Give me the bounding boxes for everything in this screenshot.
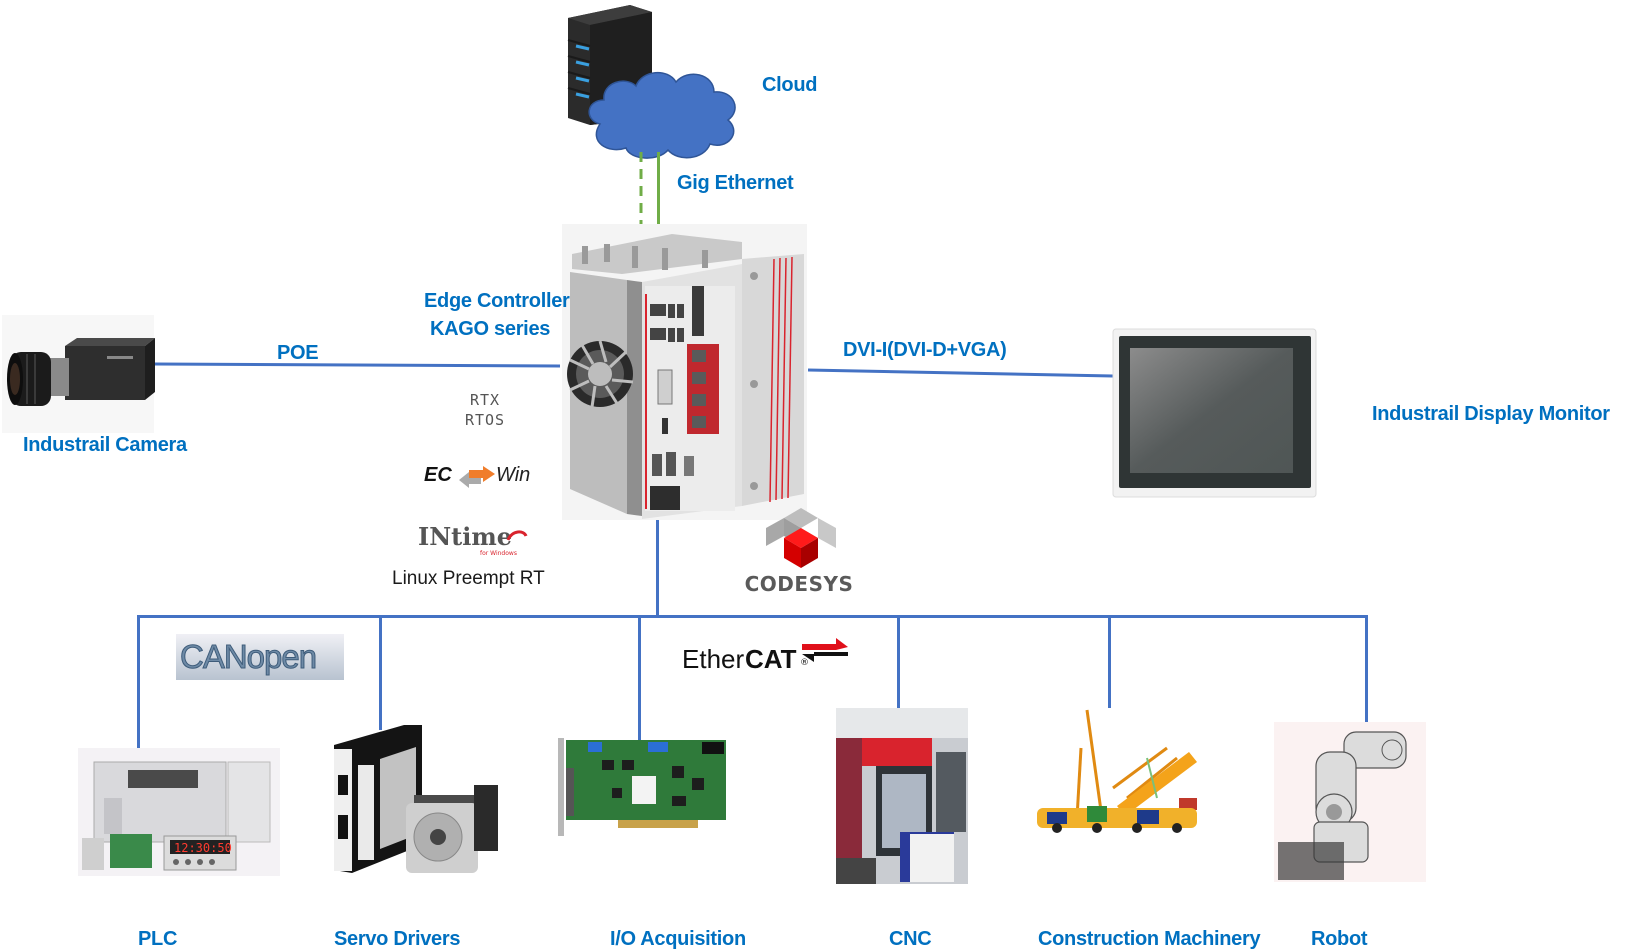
cloud-label: Cloud	[762, 74, 818, 96]
codesys-text: CODESYS	[744, 572, 854, 596]
device-label-servo: Servo Drivers	[334, 928, 461, 950]
ethercat-registered: ®	[800, 658, 809, 668]
rtos-label: RTOS	[464, 411, 506, 429]
bus-drop-construction	[1108, 615, 1111, 708]
intime-subtext: for Windows	[480, 550, 517, 557]
ethercat-logo: Ether CAT ®	[682, 636, 848, 680]
plc-image: 12:30:50	[78, 748, 280, 876]
bus-drop-cnc	[897, 615, 900, 708]
dvi-label: DVI-I(DVI-D+VGA)	[843, 339, 1007, 361]
ethercat-arrows-icon	[802, 638, 848, 662]
servo-drive-image	[334, 725, 498, 873]
device-label-cnc: CNC	[889, 928, 932, 950]
gig-ethernet-link-dashed	[639, 152, 643, 227]
ethercat-ether-text: Ether	[682, 644, 745, 674]
linux-preempt-rt-label: Linux Preempt RT	[392, 568, 545, 589]
controller-drop-line	[656, 520, 659, 618]
dvi-link	[807, 368, 1114, 378]
industrial-robot-image	[1274, 722, 1426, 882]
codesys-cube-icon	[766, 508, 836, 568]
poe-link	[154, 362, 561, 368]
device-label-plc: PLC	[138, 928, 178, 950]
intime-logo: INtime for Windows	[418, 522, 538, 558]
industrial-camera-icon	[7, 338, 155, 406]
construction-machinery-image	[1037, 709, 1197, 833]
device-label-robot: Robot	[1311, 928, 1368, 950]
bus-drop-servo	[379, 615, 382, 730]
industrial-monitor-icon	[1112, 328, 1317, 498]
ecwin-ec-text: EC	[424, 464, 452, 486]
canopen-logo: CANopen	[176, 634, 344, 680]
rtx-label: RTX	[469, 391, 501, 409]
controller-title-line2: KAGO series	[430, 318, 551, 340]
io-acquisition-card-image	[558, 738, 726, 836]
cloud-icon	[588, 72, 736, 159]
rtx-rtos-label: RTX RTOS	[455, 390, 515, 430]
camera-label: Industrail Camera	[23, 434, 187, 456]
intime-swoosh-icon	[506, 530, 528, 541]
ecwin-arrows-icon	[459, 466, 495, 488]
ecwin-win-text: Win	[496, 464, 531, 486]
bus-drop-io	[638, 615, 641, 745]
bus-drop-plc	[137, 615, 140, 748]
device-label-io: I/O Acquisition	[610, 928, 746, 950]
plc-display-text: 12:30:50	[174, 841, 232, 855]
codesys-logo: CODESYS	[744, 508, 854, 600]
intime-text: INtime	[418, 522, 513, 551]
ethercat-cat-text: CAT	[745, 644, 797, 674]
edge-controller-device	[567, 234, 804, 519]
fieldbus-line	[137, 615, 1368, 618]
monitor-label: Industrail Display Monitor	[1372, 403, 1610, 425]
device-label-construction: Construction Machinery	[1038, 928, 1261, 950]
poe-label: POE	[277, 342, 319, 364]
canopen-text: CANopen	[179, 638, 317, 676]
controller-title-line1: Edge Controller	[424, 290, 570, 312]
gig-ethernet-label: Gig Ethernet	[677, 172, 794, 194]
cnc-machine-image	[836, 708, 968, 884]
gig-ethernet-link-solid	[657, 152, 660, 227]
bus-drop-robot	[1365, 615, 1368, 723]
ecwin-logo: EC Win	[424, 464, 534, 490]
